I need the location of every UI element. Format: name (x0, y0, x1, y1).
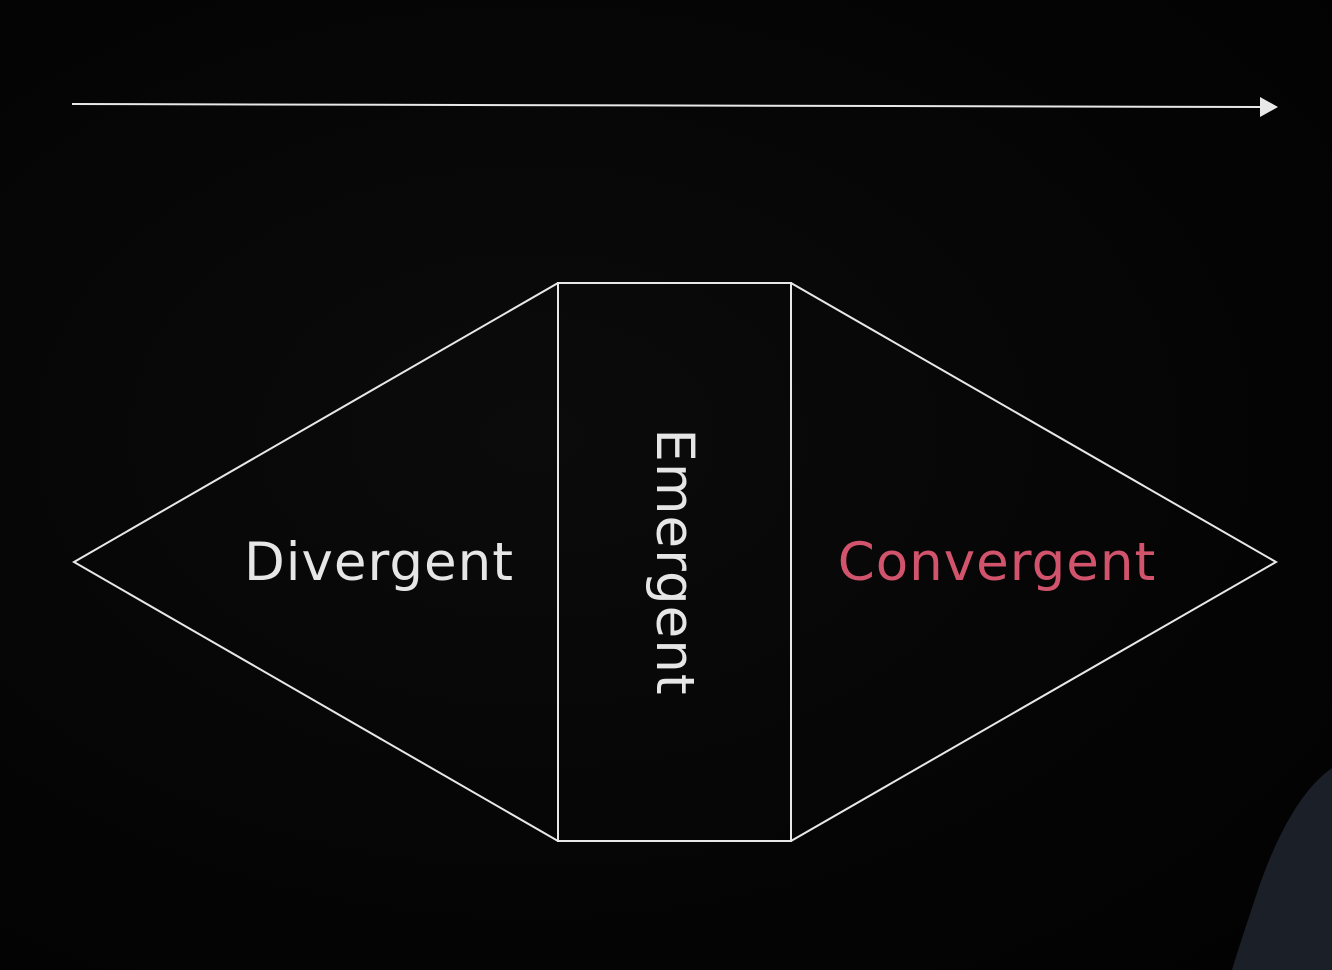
timeline-line (71, 103, 1263, 108)
presenter-silhouette (1232, 768, 1332, 970)
convergent-label: Convergent (838, 532, 1156, 593)
convergent-shape (790, 282, 1279, 842)
arrowhead-right-icon (1260, 97, 1278, 117)
divergent-label: Divergent (244, 532, 514, 593)
emergent-label: Emergent (644, 428, 705, 695)
emergent-shape (557, 282, 792, 842)
divergent-shape (71, 282, 559, 842)
